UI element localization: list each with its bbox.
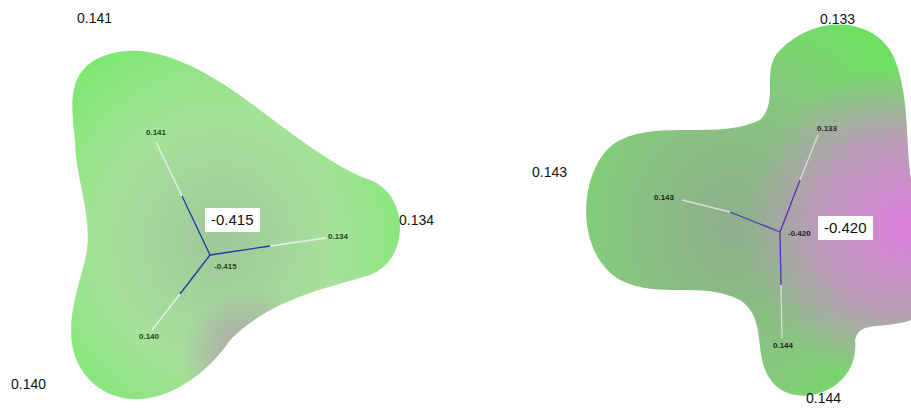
- surface-shade: [586, 25, 911, 396]
- bond: [270, 238, 326, 246]
- atom-charge: -0.415: [214, 262, 237, 271]
- left-surface: [71, 51, 400, 400]
- bond: [730, 212, 780, 232]
- value-label: 0.141: [77, 10, 112, 26]
- atom-charge: 0.133: [817, 124, 837, 133]
- right-surface: [586, 25, 911, 396]
- charge-box: -0.420: [818, 216, 873, 240]
- atom-charge: 0.144: [773, 341, 793, 350]
- bond: [781, 285, 782, 338]
- value-label: 0.140: [11, 376, 46, 392]
- atom-charge: 0.140: [139, 332, 159, 341]
- charge-box: -0.415: [205, 208, 260, 232]
- surface-shape: [586, 25, 911, 396]
- bond: [152, 294, 180, 330]
- bond: [800, 135, 818, 180]
- atom-charge: 0.141: [146, 128, 166, 137]
- atom-charge: 0.143: [654, 193, 674, 202]
- charge-value: -0.415: [211, 211, 254, 229]
- value-label: 0.133: [820, 11, 855, 27]
- bond: [210, 246, 270, 255]
- value-label: 0.134: [399, 212, 434, 228]
- charge-value: -0.420: [824, 219, 867, 237]
- bond: [682, 200, 730, 212]
- bond: [780, 232, 781, 285]
- bond: [156, 142, 182, 196]
- surface-shape: [71, 51, 400, 400]
- value-label: 0.144: [806, 390, 841, 406]
- value-label: 0.143: [532, 164, 567, 180]
- atom-charge: 0.134: [328, 232, 348, 241]
- atom-charge: -0.420: [788, 229, 811, 238]
- bond: [180, 255, 210, 294]
- bond: [780, 180, 800, 232]
- surface-shade: [71, 51, 400, 400]
